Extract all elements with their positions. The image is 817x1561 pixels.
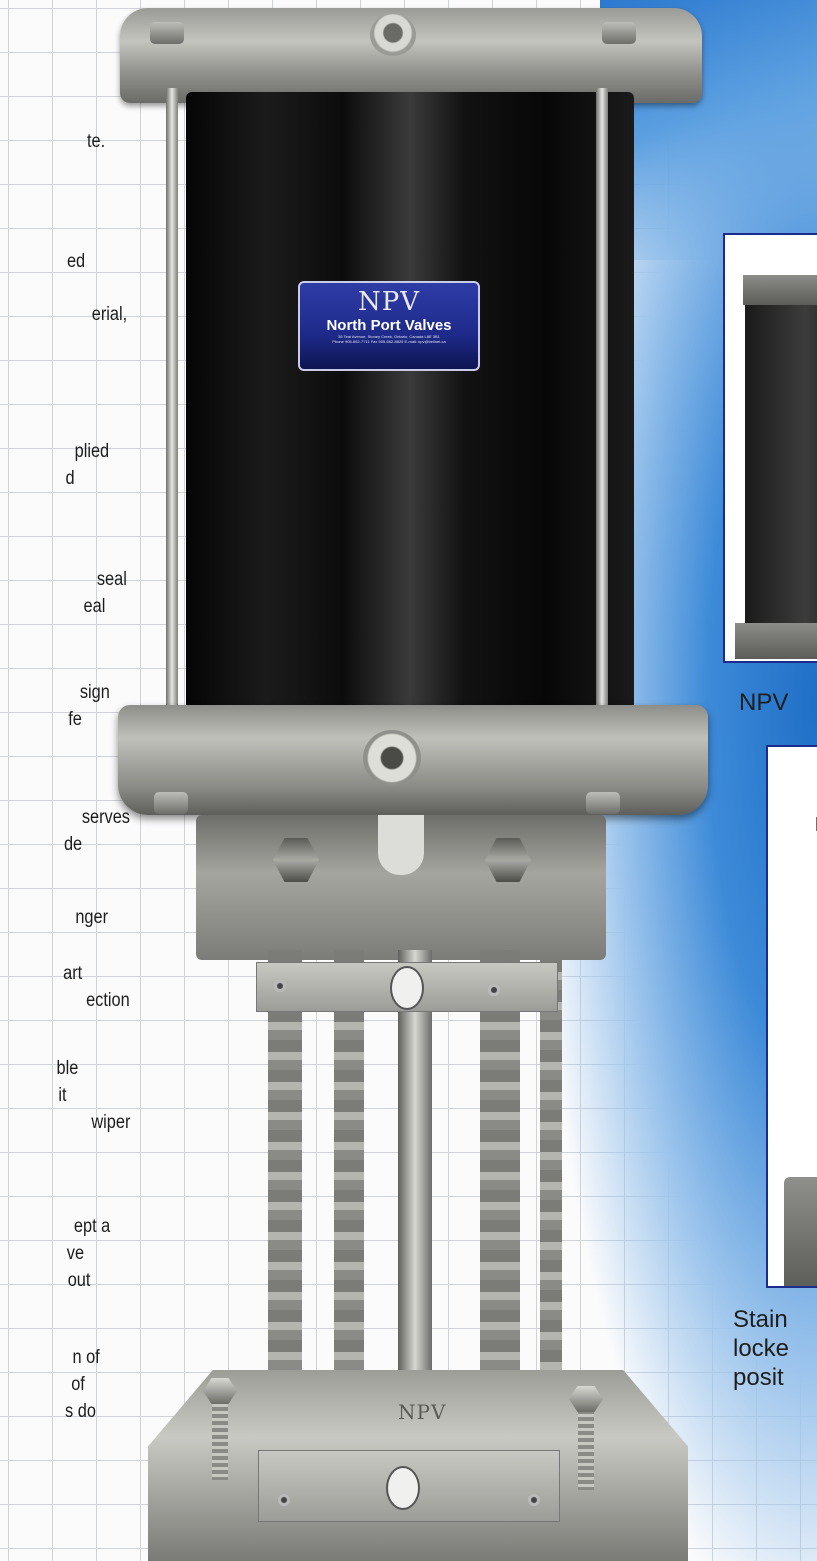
left-text-column: te. ed erial, plied d seal eal sign fe s…: [0, 0, 130, 1561]
npv-engraving: NPV: [398, 1400, 447, 1424]
text-fragment: of: [71, 1374, 85, 1395]
stud-bolt: [578, 1410, 594, 1490]
piston-rod: [398, 950, 432, 1370]
text-fragment: erial,: [91, 304, 127, 325]
text-fragment: out: [67, 1270, 90, 1291]
text-fragment: seal: [97, 569, 127, 590]
inset-cylinder: [745, 275, 817, 635]
guide-post: [540, 960, 562, 1400]
inset-caption-1: NPV: [739, 689, 789, 716]
text-fragment: de: [63, 834, 82, 855]
inset-caption-2-line-1: Stain: [733, 1306, 788, 1333]
screw-icon: [488, 984, 500, 996]
bolt-icon: [586, 792, 620, 814]
text-fragment: serves: [81, 807, 130, 828]
npv-logo: NPV: [357, 287, 421, 317]
label-company-name: North Port Valves: [326, 317, 452, 334]
text-fragment: eal: [83, 596, 105, 617]
inset-photo-actuator: [723, 233, 817, 663]
air-port-icon: [370, 14, 416, 56]
text-fragment: art: [62, 963, 82, 984]
inset-photo-lock: [766, 745, 817, 1288]
screw-icon: [278, 1494, 290, 1506]
text-fragment: s do: [65, 1401, 96, 1422]
clamp-hole: [386, 1466, 420, 1510]
text-fragment: ept a: [73, 1216, 110, 1237]
actuator-product-image: NPV North Port Valves 35 Teal Avenue, St…: [108, 0, 708, 1561]
screw-icon: [528, 1494, 540, 1506]
inset-base-part: [784, 1177, 817, 1286]
bolt-icon: [602, 22, 636, 44]
text-fragment: plied: [74, 441, 109, 462]
text-fragment: te.: [86, 131, 105, 152]
air-port-icon: [363, 730, 421, 786]
text-fragment: d: [65, 468, 75, 489]
text-fragment: it: [57, 1085, 66, 1106]
black-cylinder: [186, 92, 634, 722]
inset-bottom-plate: [735, 623, 817, 659]
stud-bolt: [212, 1400, 228, 1480]
bolt-icon: [150, 22, 184, 44]
text-fragment: nger: [75, 907, 108, 928]
inset-caption-2-line-3: posit: [733, 1364, 784, 1391]
inset-caption-2-line-2: locke: [733, 1335, 790, 1362]
label-address: 35 Teal Avenue, Stoney Creek, Ontario, C…: [338, 334, 440, 339]
text-fragment: n of: [72, 1347, 100, 1368]
text-fragment: wiper: [90, 1112, 130, 1133]
tie-rod: [166, 88, 178, 728]
inset-top-plate: [743, 275, 817, 305]
text-fragment: sign: [80, 682, 110, 703]
npv-product-label: NPV North Port Valves 35 Teal Avenue, St…: [298, 281, 480, 371]
text-fragment: ble: [56, 1058, 78, 1079]
text-fragment: fe: [68, 709, 82, 730]
screw-icon: [274, 980, 286, 992]
text-fragment: ed: [66, 251, 85, 272]
tie-rod: [596, 88, 608, 728]
hex-nut-icon: [569, 1386, 603, 1412]
hex-nut-icon: [203, 1378, 237, 1404]
text-fragment: ve: [66, 1243, 84, 1264]
yoke-gap: [378, 815, 424, 875]
bolt-icon: [154, 792, 188, 814]
clamp-hole: [390, 966, 424, 1010]
label-contact: Phone 905-662-7711 Fax 905-662-8825 E-ma…: [332, 339, 446, 344]
text-fragment: ection: [86, 990, 130, 1011]
